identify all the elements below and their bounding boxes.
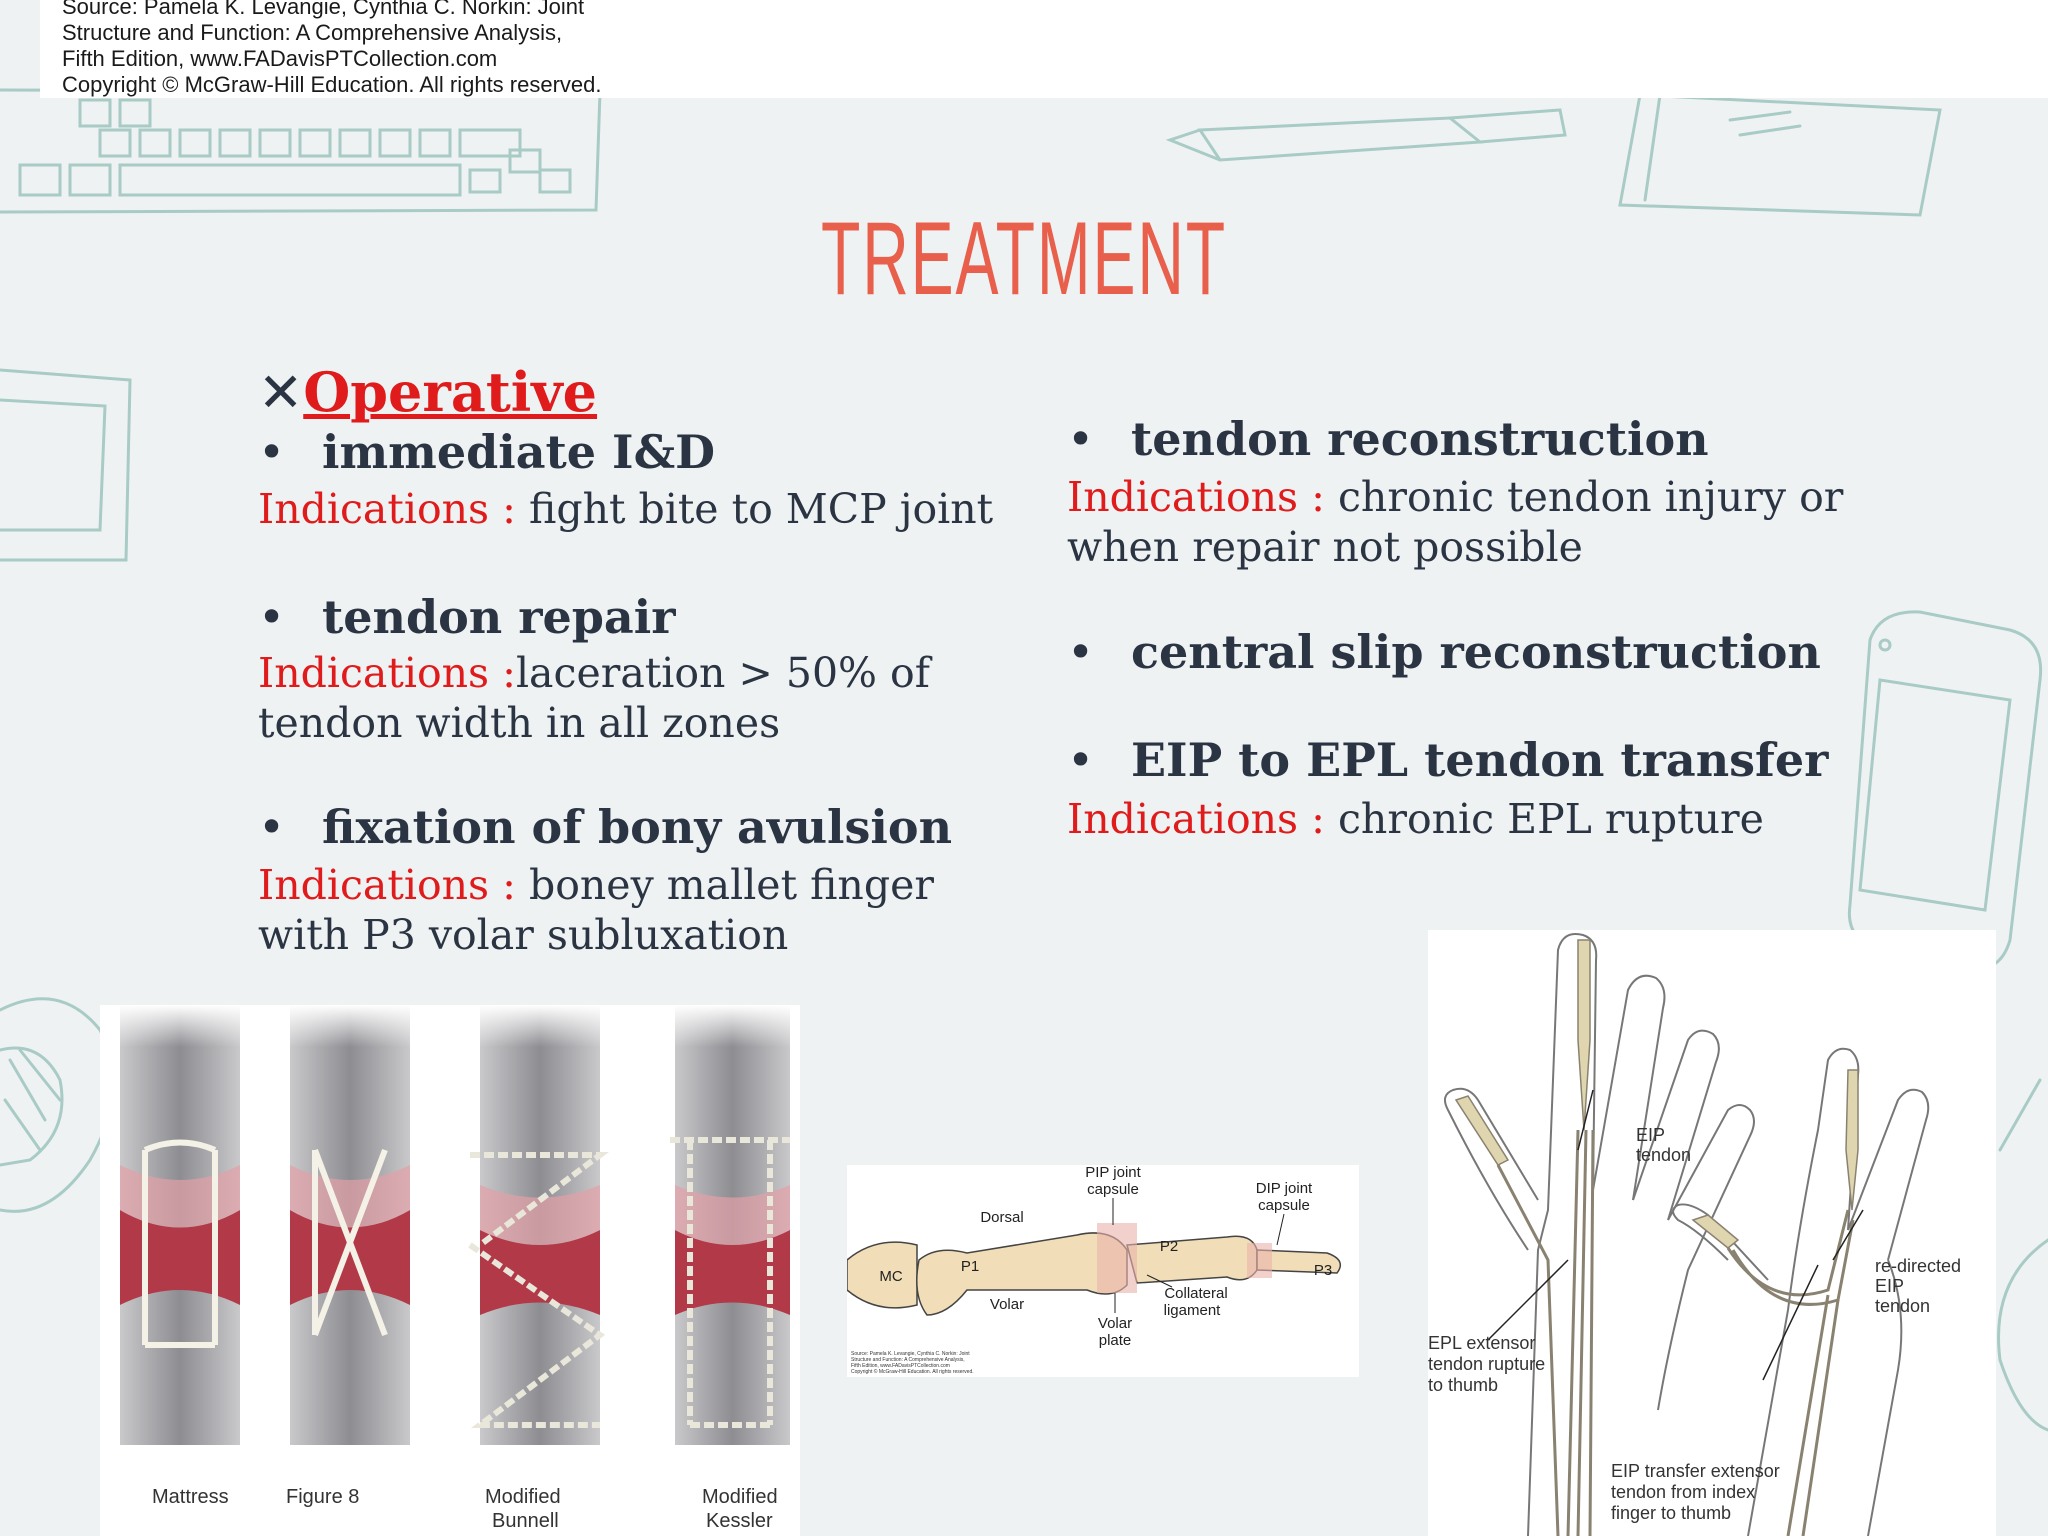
label-eip-tendon: tendon [1636,1145,1691,1165]
indication-label: Indications : [1067,795,1325,843]
label-volar-plate-2: plate [1099,1332,1132,1349]
caption-modified-bunnell-1: Modified [485,1486,561,1508]
label-redirected: re-directed [1875,1256,1961,1276]
item-title-text: central slip reconstruction [1131,625,1821,679]
suture-techniques-illustration: Mattress Figure 8 Modified Bunnell Modif… [100,1005,800,1532]
label-volar-plate-1: Volar [1098,1315,1132,1332]
indication: Indications : chronic EPL rupture [1067,794,1907,844]
finger-source-line: Copyright © McGraw-Hill Education. All r… [851,1368,974,1375]
item-title: • tendon reconstruction [1067,412,1709,466]
indication-text: fight bite to MCP joint [515,485,994,533]
label-transfer-2: tendon from index [1611,1482,1755,1502]
indication: Indications : boney mallet finger with P… [258,860,978,960]
finger-anatomy-illustration: PIP joint capsule DIP joint capsule Dors… [847,1165,1342,1375]
suture-techniques-figure: Mattress Figure 8 Modified Bunnell Modif… [100,1005,800,1536]
item-title: • tendon repair [258,590,675,644]
operative-heading: ✕Operative [258,360,597,424]
indication-text: boney mallet finger with P3 volar sublux… [258,861,934,959]
indication-label: Indications : [258,861,516,909]
hand-tendon-transfer-figure: EIP tendon re-directed EIP tendon EPL ex… [1428,930,1996,1536]
hand-tendon-illustration: EIP tendon re-directed EIP tendon EPL ex… [1428,933,1961,1536]
caption-modified-kessler-2: Kessler [706,1510,773,1532]
indication-label: Indications : [258,649,516,697]
indication-text: chronic tendon injury or when repair not… [1067,473,1844,571]
bullet: • [1067,412,1095,466]
item-title: • fixation of bony avulsion [258,800,952,854]
source-line: Structure and Function: A Comprehensive … [62,20,563,45]
label-p3: P3 [1314,1262,1332,1279]
label-collateral: Collateral [1164,1285,1227,1302]
source-line: Fifth Edition, www.FADavisPTCollection.c… [62,46,498,71]
finger-source-line: Source: Pamela K. Levangie, Cynthia C. N… [851,1351,970,1357]
caption-modified-bunnell-2: Bunnell [492,1510,559,1532]
right-column: • tendon reconstruction Indications : chr… [1067,0,1967,900]
label-dorsal: Dorsal [980,1209,1023,1226]
indication-label: Indications : [258,485,516,533]
indication: Indications : chronic tendon injury or w… [1067,472,1907,572]
bullet: • [1067,733,1095,787]
keyboard-keys [18,98,572,197]
finger-source-line: Fifth Edition, www.FADavisPTCollection.c… [851,1363,950,1369]
item-title-text: tendon reconstruction [1131,412,1709,466]
label-dip-capsule: capsule [1258,1197,1310,1214]
item-title: • EIP to EPL tendon transfer [1067,733,1828,787]
indication-label: Indications : [1067,473,1325,521]
finger-anatomy-figure: PIP joint capsule DIP joint capsule Dors… [847,1165,1359,1377]
indication-text: chronic EPL rupture [1324,795,1764,843]
label-volar: Volar [990,1296,1024,1313]
item-title: • immediate I&D [258,425,715,479]
finger-source-line: Structure and Function: A Comprehensive … [851,1357,965,1363]
item-title-text: fixation of bony avulsion [322,800,953,854]
bullet: • [258,590,286,644]
left-column: ✕Operative • immediate I&D Indications : … [258,0,1038,1000]
bullet: • [258,425,286,479]
caption-figure-8: Figure 8 [286,1486,359,1508]
label-p1: P1 [961,1258,979,1275]
caption-modified-kessler-1: Modified [702,1486,778,1508]
label-redirected-tendon: tendon [1875,1296,1930,1316]
label-eip: EIP [1636,1125,1665,1145]
label-pip-joint: PIP joint [1085,1165,1141,1181]
label-transfer-3: finger to thumb [1611,1503,1731,1523]
label-redirected-eip: EIP [1875,1276,1904,1296]
indication: Indications : fight bite to MCP joint [258,484,1018,534]
operative-label: Operative [303,360,598,424]
item-title-text: EIP to EPL tendon transfer [1131,733,1829,787]
item-title-text: immediate I&D [322,425,715,479]
label-transfer-1: EIP transfer extensor [1611,1461,1780,1481]
x-mark-icon: ✕ [258,361,304,424]
bullet: • [1067,625,1095,679]
finger-bones [847,1223,1342,1316]
label-dip-joint: DIP joint [1256,1180,1313,1197]
label-epl-2: tendon rupture [1428,1354,1545,1374]
indication-text: laceration > 50% of tendon width in all … [258,649,930,747]
bullet: • [258,800,286,854]
label-epl-1: EPL extensor [1428,1333,1535,1353]
indication: Indications :laceration > 50% of tendon … [258,648,958,748]
item-title: • central slip reconstruction [1067,625,1821,679]
source-line: Copyright © McGraw-Hill Education. All r… [62,72,602,97]
label-epl-3: to thumb [1428,1375,1498,1395]
label-ligament: ligament [1164,1302,1222,1319]
caption-mattress: Mattress [152,1486,229,1508]
label-p2: P2 [1160,1238,1178,1255]
source-attribution-box: Source: Pamela K. Levangie, Cynthia C. N… [40,0,2048,98]
label-mc: MC [879,1268,902,1285]
item-title-text: tendon repair [322,590,676,644]
label-pip-capsule: capsule [1087,1181,1139,1198]
source-line: Source: Pamela K. Levangie, Cynthia C. N… [62,0,585,19]
slide-title: TREATMENT [821,201,1227,317]
